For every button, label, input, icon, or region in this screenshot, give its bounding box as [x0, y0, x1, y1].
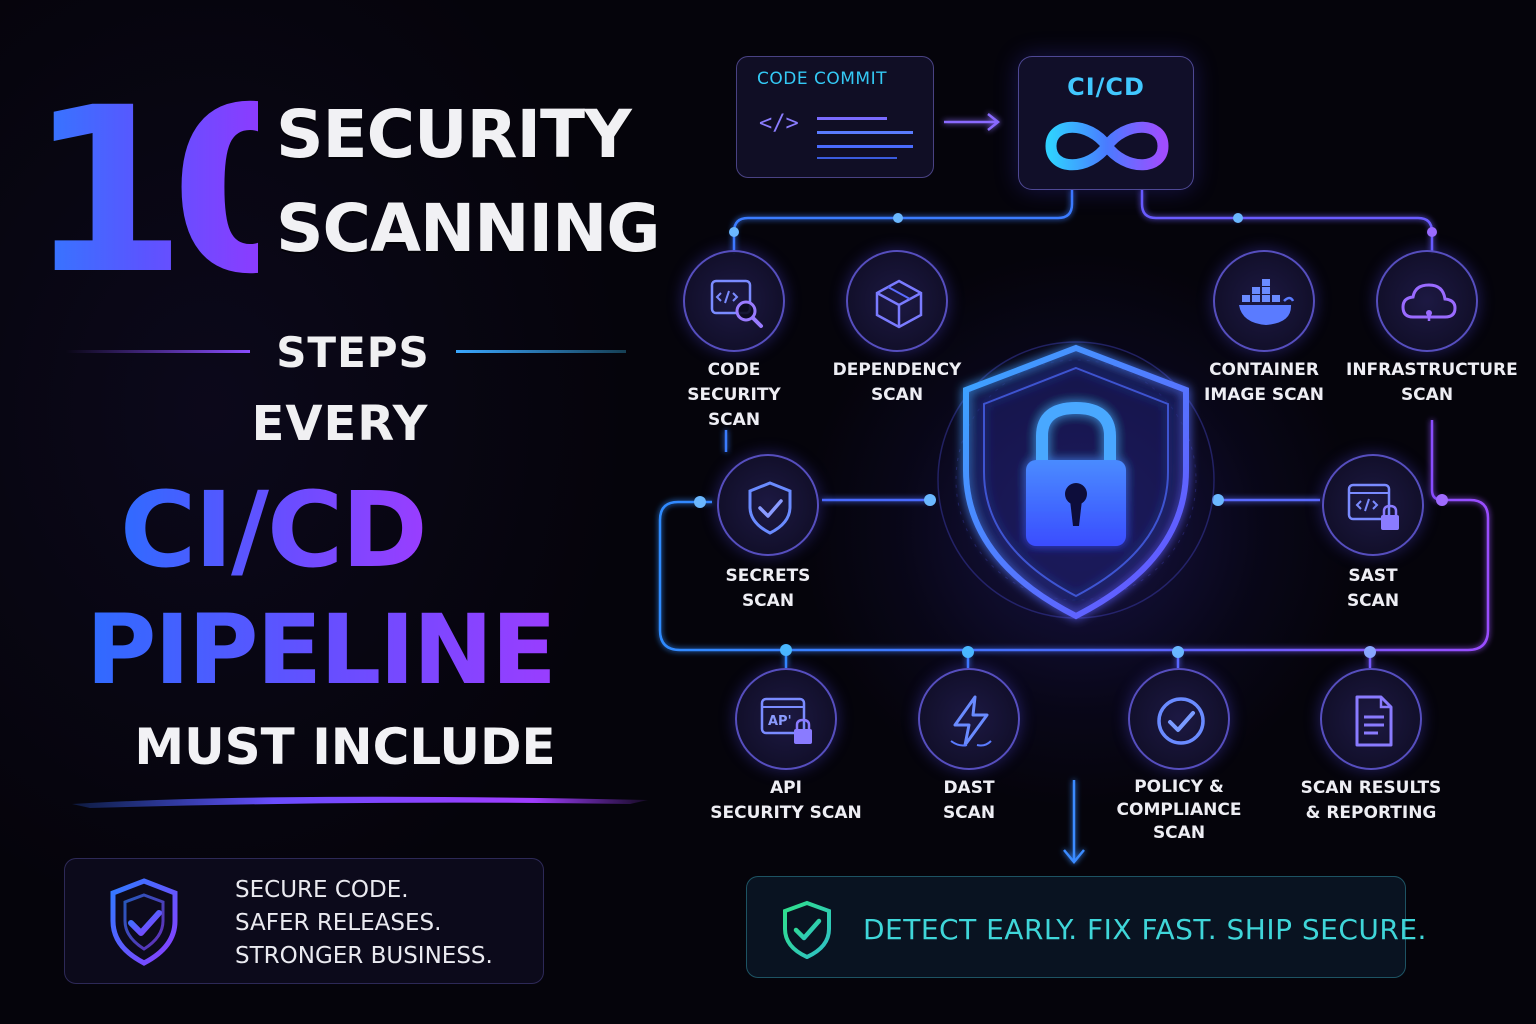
check-circle-icon — [1157, 697, 1205, 745]
step-api-security-scan[interactable]: AP' — [735, 668, 837, 770]
background-glow-left — [0, 0, 700, 1024]
code-commit-label: CODE COMMIT — [757, 69, 887, 89]
step-container-image-scan[interactable] — [1213, 250, 1315, 352]
api-lock-icon: AP' — [760, 697, 812, 744]
title-cicd: CI/CD — [120, 469, 428, 591]
document-icon — [1355, 695, 1393, 747]
title-line-security: SECURITY — [276, 96, 632, 173]
step-policy-compliance-scan[interactable] — [1128, 668, 1230, 770]
title-steps: STEPS — [276, 328, 430, 377]
step-dependency-scan[interactable] — [846, 250, 948, 352]
shield-check-icon — [748, 481, 792, 535]
cicd-label: CI/CD — [1067, 73, 1145, 101]
code-lock-icon — [1347, 483, 1399, 530]
container-whale-icon — [1239, 279, 1295, 325]
step-infrastructure-scan[interactable] — [1376, 250, 1478, 352]
infinity-loop-icon — [1045, 121, 1169, 171]
brush-underline — [72, 796, 648, 808]
code-brackets-icon: </> — [759, 111, 799, 136]
code-lines-icon — [817, 117, 913, 159]
step-code-security-scan[interactable] — [683, 250, 785, 352]
step-secrets-scan[interactable] — [717, 454, 819, 556]
step-scan-results-reporting[interactable] — [1320, 668, 1422, 770]
title-every: EVERY — [251, 396, 429, 452]
divider-right — [456, 350, 626, 353]
code-commit-card: CODE COMMIT </> — [736, 56, 934, 178]
padlock-shield-icon — [937, 341, 1215, 620]
tagline-line-2: SAFER RELEASES. — [235, 910, 442, 936]
svg-text:AP': AP' — [768, 714, 792, 729]
code-search-icon — [710, 279, 763, 328]
title-line-scanning: SCANNING — [276, 190, 660, 267]
shield-check-icon — [783, 900, 831, 959]
tagline-card: SECURE CODE. SAFER RELEASES. STRONGER BU… — [64, 858, 544, 984]
motto-text: DETECT EARLY. FIX FAST. SHIP SECURE. — [863, 913, 1427, 946]
motto-banner: DETECT EARLY. FIX FAST. SHIP SECURE. — [746, 876, 1426, 978]
tagline-line-3: STRONGER BUSINESS. — [235, 943, 493, 969]
lightning-icon — [950, 695, 992, 747]
step-dast-scan[interactable] — [918, 668, 1020, 770]
tagline-line-1: SECURE CODE. — [235, 877, 409, 903]
step-sast-scan[interactable] — [1322, 454, 1424, 556]
step-label-scan-results-reporting: SCAN RESULTS& REPORTING — [1300, 778, 1442, 823]
package-box-icon — [875, 279, 923, 329]
divider-left — [66, 350, 250, 353]
title-pipeline: PIPELINE — [86, 594, 557, 706]
shield-check-icon — [110, 878, 178, 966]
title-must-include: MUST INCLUDE — [134, 718, 556, 776]
cloud-icon — [1401, 283, 1457, 321]
cicd-card: CI/CD — [1018, 56, 1194, 190]
